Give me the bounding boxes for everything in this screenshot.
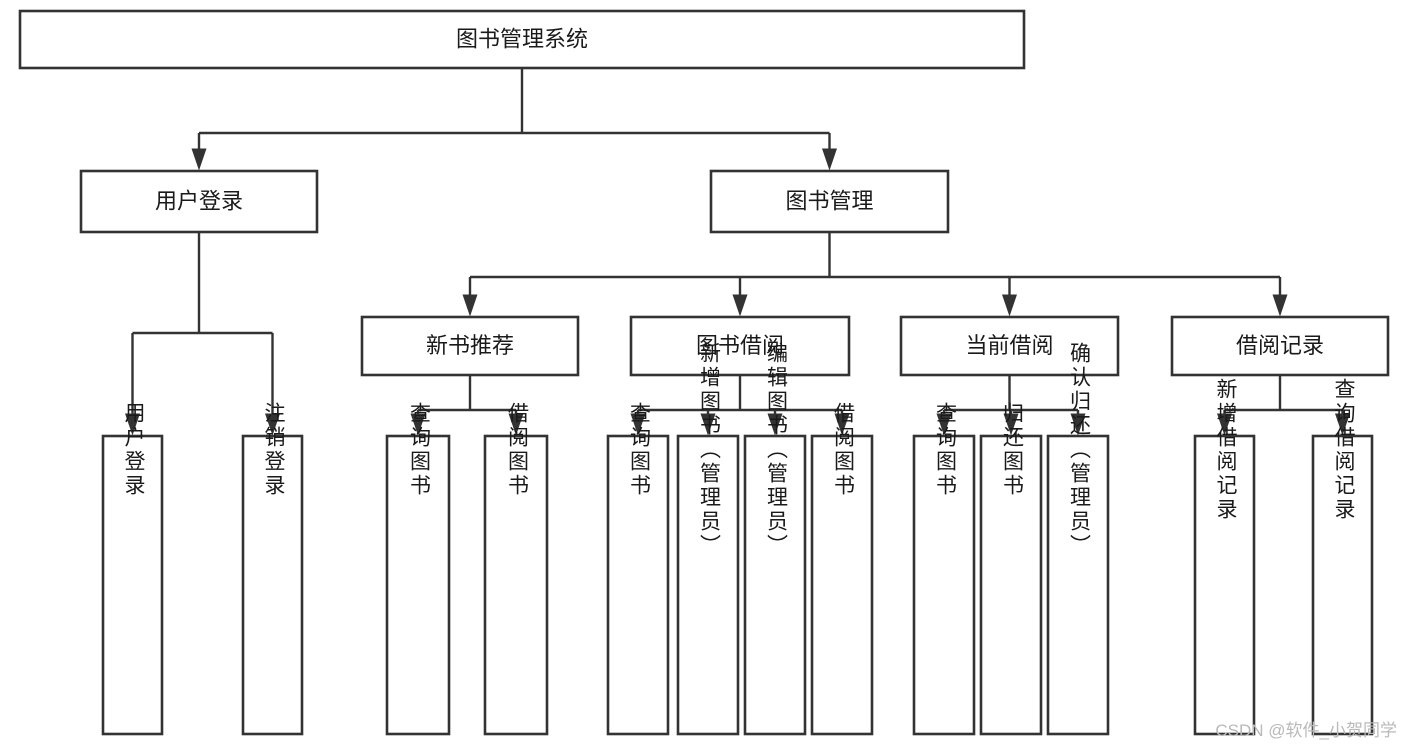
- arrow-head-icon: [508, 413, 524, 436]
- arrow-head-icon: [822, 148, 837, 171]
- node-label-borrow-record: 借阅记录: [1236, 333, 1324, 358]
- arrow-head-icon: [1002, 294, 1017, 317]
- node-box-leaf-confirm-return-admin[interactable]: [1046, 434, 1110, 736]
- node-box-book-manage[interactable]: [709, 169, 950, 234]
- node-box-leaf-query-book-current[interactable]: [912, 434, 976, 736]
- node-box-leaf-user-login[interactable]: [101, 434, 164, 736]
- node-leaf-add-book-admin[interactable]: 新增图书（管理员）: [676, 342, 740, 736]
- node-label-leaf-query-book-current: 查询图书: [933, 402, 957, 498]
- node-layer: 图书管理系统用户登录图书管理新书推荐图书借阅当前借阅借阅记录用户登录注销登录查询…: [18, 9, 1390, 736]
- arrow-head-icon: [1272, 294, 1288, 317]
- node-box-leaf-borrow-book-recommend[interactable]: [483, 434, 549, 736]
- node-leaf-query-book-current[interactable]: 查询图书: [912, 402, 976, 736]
- node-leaf-borrow-book[interactable]: 借阅图书: [810, 402, 874, 736]
- node-user-login[interactable]: 用户登录: [79, 169, 319, 234]
- node-current-borrow[interactable]: 当前借阅: [899, 315, 1120, 377]
- node-box-leaf-add-book-admin[interactable]: [676, 434, 740, 736]
- node-box-new-book-recommend[interactable]: [360, 315, 580, 377]
- node-box-leaf-logout-login[interactable]: [241, 434, 304, 736]
- node-box-leaf-query-borrow-record[interactable]: [1311, 434, 1374, 736]
- node-label-leaf-query-borrow-record: 查询借阅记录: [1332, 378, 1356, 522]
- node-label-leaf-query-book-borrow: 查询图书: [627, 402, 651, 498]
- arrow-head-icon: [1070, 413, 1086, 436]
- node-label-leaf-edit-book-admin: 编辑图书（管理员）: [764, 342, 788, 558]
- node-leaf-confirm-return-admin[interactable]: 确认归还（管理员）: [1046, 342, 1110, 736]
- arrow-head-icon: [191, 148, 207, 171]
- node-box-leaf-add-borrow-record[interactable]: [1193, 434, 1256, 736]
- arrow-head-icon: [462, 294, 478, 317]
- node-box-leaf-query-book-recommend[interactable]: [385, 434, 451, 736]
- node-label-leaf-borrow-book-recommend: 借阅图书: [505, 402, 529, 498]
- node-label-current-borrow: 当前借阅: [965, 333, 1053, 358]
- node-label-leaf-confirm-return-admin: 确认归还（管理员）: [1067, 342, 1091, 558]
- node-leaf-query-book-recommend[interactable]: 查询图书: [385, 402, 451, 736]
- node-leaf-borrow-book-recommend[interactable]: 借阅图书: [483, 402, 549, 736]
- arrow-head-icon: [767, 413, 783, 436]
- node-box-leaf-borrow-book[interactable]: [810, 434, 874, 736]
- node-box-current-borrow[interactable]: [899, 315, 1120, 377]
- node-box-root[interactable]: [18, 9, 1026, 70]
- branch-current-borrow: [936, 375, 1086, 436]
- node-leaf-add-borrow-record[interactable]: 新增借阅记录: [1193, 378, 1256, 736]
- node-leaf-query-book-borrow[interactable]: 查询图书: [606, 402, 670, 736]
- branch-root: [191, 68, 837, 171]
- arrow-head-icon: [125, 413, 140, 436]
- node-label-root: 图书管理系统: [456, 26, 588, 51]
- arrow-head-icon: [732, 294, 748, 317]
- node-label-leaf-borrow-book: 借阅图书: [831, 402, 855, 498]
- node-leaf-logout-login[interactable]: 注销登录: [241, 402, 304, 736]
- node-label-leaf-user-login: 用户登录: [122, 402, 146, 498]
- arrow-head-icon: [630, 413, 646, 436]
- node-leaf-query-borrow-record[interactable]: 查询借阅记录: [1311, 378, 1374, 736]
- node-leaf-return-book[interactable]: 归还图书: [979, 402, 1043, 736]
- branch-book-manage: [462, 232, 1288, 317]
- node-label-leaf-add-book-admin: 新增图书（管理员）: [697, 342, 721, 558]
- node-label-book-manage: 图书管理: [785, 188, 873, 213]
- connector-layer: [125, 68, 1350, 436]
- node-label-leaf-logout-login: 注销登录: [262, 402, 286, 498]
- node-root[interactable]: 图书管理系统: [18, 9, 1026, 70]
- node-leaf-edit-book-admin[interactable]: 编辑图书（管理员）: [743, 342, 807, 736]
- branch-user-login: [125, 232, 280, 436]
- node-box-leaf-edit-book-admin[interactable]: [743, 434, 807, 736]
- node-box-user-login[interactable]: [79, 169, 319, 234]
- branch-book-borrow: [630, 375, 850, 436]
- arrow-head-icon: [700, 413, 716, 436]
- node-label-book-borrow: 图书借阅: [696, 333, 784, 358]
- branch-new-book-recommend: [410, 375, 524, 436]
- arrow-head-icon: [1335, 413, 1350, 436]
- arrow-head-icon: [1003, 413, 1019, 436]
- arrow-head-icon: [1217, 413, 1232, 436]
- arrow-head-icon: [834, 413, 850, 436]
- arrow-head-icon: [410, 413, 426, 436]
- node-label-leaf-add-borrow-record: 新增借阅记录: [1214, 378, 1238, 522]
- node-label-new-book-recommend: 新书推荐: [426, 333, 514, 358]
- node-box-book-borrow[interactable]: [629, 315, 851, 377]
- node-label-leaf-return-book: 归还图书: [1000, 402, 1024, 498]
- node-borrow-record[interactable]: 借阅记录: [1170, 315, 1390, 377]
- arrow-head-icon: [936, 413, 952, 436]
- node-box-leaf-query-book-borrow[interactable]: [606, 434, 670, 736]
- node-leaf-user-login[interactable]: 用户登录: [101, 402, 164, 736]
- node-book-borrow[interactable]: 图书借阅: [629, 315, 851, 377]
- arrow-head-icon: [265, 413, 280, 436]
- node-box-borrow-record[interactable]: [1170, 315, 1390, 377]
- node-label-leaf-query-book-recommend: 查询图书: [407, 402, 431, 498]
- node-box-leaf-return-book[interactable]: [979, 434, 1043, 736]
- branch-borrow-record: [1217, 375, 1350, 436]
- node-new-book-recommend[interactable]: 新书推荐: [360, 315, 580, 377]
- node-label-user-login: 用户登录: [155, 188, 243, 213]
- node-book-manage[interactable]: 图书管理: [709, 169, 950, 234]
